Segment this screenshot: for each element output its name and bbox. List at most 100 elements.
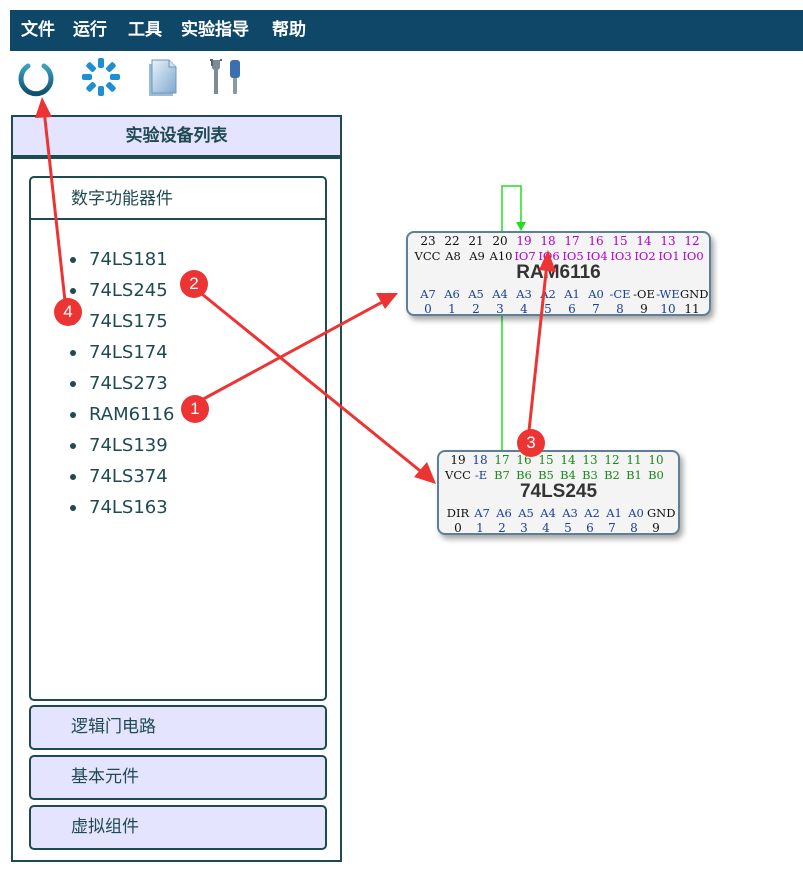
pin-io5[interactable]: IO5 — [562, 249, 584, 263]
pin-number: 12 — [684, 234, 700, 248]
pin-e[interactable]: -E — [474, 468, 488, 482]
bullet — [70, 288, 76, 294]
pin-number: 15 — [612, 234, 628, 248]
chip-label: 74LS174 — [89, 342, 168, 363]
pin-a0[interactable]: A0 — [628, 506, 644, 520]
equipment-list-sidebar: 实验设备列表 数字功能器件 74LS181 74LS245 74LS175 74… — [11, 115, 342, 862]
pin-a7[interactable]: A7 — [474, 506, 490, 520]
pin-b0[interactable]: B0 — [648, 468, 664, 482]
pin-io0[interactable]: IO0 — [682, 249, 704, 263]
chip-item-74ls163[interactable]: 74LS163 — [70, 492, 174, 523]
chip-item-74ls174[interactable]: 74LS174 — [70, 337, 174, 368]
pin-vcc[interactable]: VCC — [445, 468, 471, 482]
pin-number: 19 — [450, 453, 466, 467]
pin-a2[interactable]: A2 — [540, 287, 556, 301]
pin-a2[interactable]: A2 — [584, 506, 600, 520]
pin-a7[interactable]: A7 — [420, 287, 436, 301]
pin-number: 13 — [582, 453, 598, 467]
pin-io3[interactable]: IO3 — [610, 249, 632, 263]
pin-number: 0 — [424, 302, 432, 316]
pin-b5[interactable]: B5 — [538, 468, 554, 482]
pin-a3[interactable]: A3 — [562, 506, 578, 520]
sidebar-title: 实验设备列表 — [13, 117, 340, 159]
pin-number: 13 — [660, 234, 676, 248]
chip-item-74ls181[interactable]: 74LS181 — [70, 244, 174, 275]
digital-devices-panel: 数字功能器件 74LS181 74LS245 74LS175 74LS174 7… — [29, 176, 327, 701]
pin-io2[interactable]: IO2 — [634, 249, 656, 263]
chip-item-74ls175[interactable]: 74LS175 — [70, 306, 174, 337]
pin-gnd[interactable]: GND — [680, 287, 709, 301]
pin-a4[interactable]: A4 — [540, 506, 556, 520]
pin-a0[interactable]: A0 — [588, 287, 604, 301]
pin-ce[interactable]: -CE — [609, 287, 631, 301]
pin-number: 0 — [454, 521, 462, 535]
settings-gear-icon[interactable] — [80, 56, 122, 98]
wire-arrowhead — [516, 222, 526, 231]
pin-b3[interactable]: B3 — [582, 468, 598, 482]
pin-dir[interactable]: DIR — [446, 506, 470, 520]
pin-a4[interactable]: A4 — [492, 287, 508, 301]
category-logic-gates[interactable]: 逻辑门电路 — [29, 705, 327, 750]
power-icon[interactable] — [15, 56, 57, 98]
pin-a5[interactable]: A5 — [468, 287, 484, 301]
pin-a1[interactable]: A1 — [606, 506, 622, 520]
pin-number: 8 — [616, 302, 624, 316]
chip-item-ram6116[interactable]: RAM6116 — [70, 399, 175, 430]
pin-b2[interactable]: B2 — [604, 468, 620, 482]
pin-a9[interactable]: A9 — [469, 249, 485, 263]
pin-a8[interactable]: A8 — [445, 249, 461, 263]
bullet — [70, 257, 76, 263]
menu-help[interactable]: 帮助 — [272, 20, 306, 40]
pin-number: 16 — [588, 234, 604, 248]
pin-a10[interactable]: A10 — [489, 249, 513, 263]
pin-number: 8 — [630, 521, 638, 535]
chip-item-74ls139[interactable]: 74LS139 — [70, 430, 174, 461]
pin-io4[interactable]: IO4 — [586, 249, 608, 263]
tools-wrench-icon[interactable] — [204, 56, 246, 98]
menu-run[interactable]: 运行 — [73, 20, 107, 40]
menu-file[interactable]: 文件 — [21, 20, 55, 40]
document-icon[interactable] — [142, 56, 184, 98]
pin-b1[interactable]: B1 — [626, 468, 642, 482]
pin-vcc[interactable]: VCC — [414, 249, 441, 263]
category-basic-components[interactable]: 基本元件 — [29, 755, 327, 800]
bullet — [70, 505, 76, 511]
pin-number: 2 — [498, 521, 506, 535]
menu-tools[interactable]: 工具 — [128, 20, 162, 40]
pin-oe[interactable]: -OE — [633, 287, 655, 301]
menu-experiment-guide[interactable]: 实验指导 — [181, 20, 249, 40]
chip-item-74ls245[interactable]: 74LS245 — [70, 275, 174, 306]
pin-a1[interactable]: A1 — [564, 287, 580, 301]
pin-number: 11 — [684, 302, 700, 316]
pin-a5[interactable]: A5 — [518, 506, 534, 520]
pin-a6[interactable]: A6 — [444, 287, 460, 301]
pin-number: 11 — [626, 453, 642, 467]
annotation-badge-3: 3 — [517, 429, 545, 457]
chip-label: 74LS139 — [89, 435, 168, 456]
chip-item-74ls273[interactable]: 74LS273 — [70, 368, 174, 399]
pin-gnd[interactable]: GND — [647, 506, 676, 520]
wire — [501, 185, 522, 455]
pin-number: 1 — [448, 302, 456, 316]
pin-io6[interactable]: IO6 — [538, 249, 560, 263]
arrow-2-head — [414, 462, 436, 484]
pin-b4[interactable]: B4 — [560, 468, 576, 482]
pin-b7[interactable]: B7 — [494, 468, 510, 482]
digital-devices-header[interactable]: 数字功能器件 — [31, 178, 325, 220]
pin-b6[interactable]: B6 — [516, 468, 532, 482]
category-virtual-components[interactable]: 虚拟组件 — [29, 805, 327, 850]
pin-number: 3 — [520, 521, 528, 535]
pin-we[interactable]: -WE — [656, 287, 680, 301]
pin-io7[interactable]: IO7 — [514, 249, 536, 263]
pin-a3[interactable]: A3 — [516, 287, 532, 301]
pin-io1[interactable]: IO1 — [658, 249, 680, 263]
pin-a6[interactable]: A6 — [496, 506, 512, 520]
chip-item-74ls374[interactable]: 74LS374 — [70, 461, 174, 492]
chip-label: RAM6116 — [89, 404, 175, 425]
bullet — [70, 412, 76, 418]
